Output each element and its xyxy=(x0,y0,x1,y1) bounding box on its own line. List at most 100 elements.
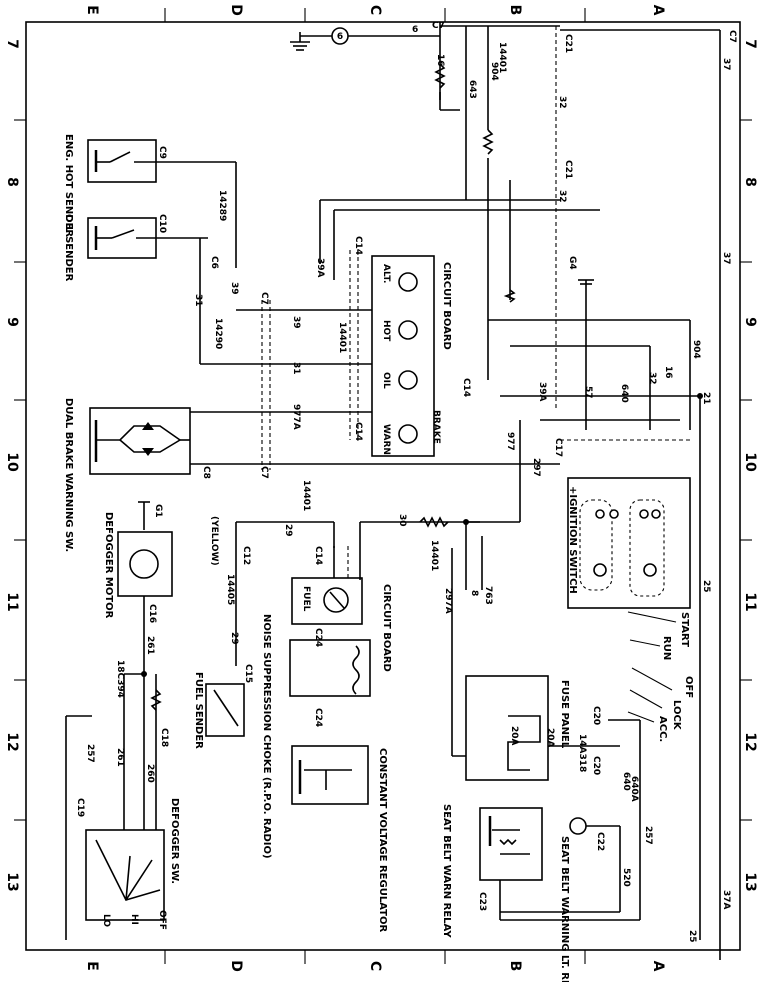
left-number-12: 12 xyxy=(4,732,20,751)
wire-37-top: 37 xyxy=(721,58,731,71)
position-off: OFF xyxy=(683,676,694,698)
wire-14401-c: 14401 xyxy=(301,480,311,511)
wire-14289: 14289 xyxy=(217,190,227,221)
bottom-letter-b: B xyxy=(507,961,523,972)
wire-904-top: 904 xyxy=(489,62,499,81)
lamp-oil-icon xyxy=(398,370,418,390)
top-letter-c: C xyxy=(367,5,383,15)
right-number-11: 11 xyxy=(742,592,758,611)
wire-29-a: 29 xyxy=(283,524,293,537)
wire-904-right: 904 xyxy=(691,340,701,359)
connector-c19: C19 xyxy=(75,798,85,817)
fuse-rating-a: 20A xyxy=(509,726,519,746)
connector-c7-top: C7 xyxy=(432,21,445,31)
left-number-8: 8 xyxy=(4,177,20,187)
connector-c14-d: C14 xyxy=(313,546,323,565)
switch-positions: START RUN OFF LOCK ACC. xyxy=(627,611,694,742)
frame-numbers: 7 8 9 10 11 12 13 7 8 9 10 11 12 13 xyxy=(4,39,758,892)
wire-261-a: 261 xyxy=(145,636,155,655)
eng-hot-sender: C9 ENG. HOT SENDER xyxy=(63,134,210,237)
bottom-letter-e: E xyxy=(84,961,100,971)
ground-g4: G4 xyxy=(567,256,577,270)
connector-c8: C8 xyxy=(201,466,211,479)
wire-57: 57 xyxy=(583,386,593,399)
wire-14401-mid: 14401 xyxy=(337,322,347,353)
left-number-10: 10 xyxy=(4,452,20,472)
wire-39a-a: 39A xyxy=(315,258,325,278)
wire-39a-b: 39A xyxy=(537,382,547,402)
fuel-gauge-section: 29 14401 (YELLOW) C12 14405 29 C15 FUEL … xyxy=(193,464,540,932)
defogger-hi: HI xyxy=(129,914,139,925)
connector-c9: C9 xyxy=(157,146,167,159)
wire-763: 763 xyxy=(483,586,493,605)
right-number-7: 7 xyxy=(742,39,758,49)
row7-wiring: 6 6 C7 16 643 14401 904 C21 32 C21 32 C7… xyxy=(290,21,737,960)
ignition-switch-label: +IGNITION SWITCH xyxy=(567,486,578,594)
top-letter-d: D xyxy=(228,4,244,16)
connector-c7-low: C7 xyxy=(259,466,269,479)
wire-977: 977 xyxy=(505,432,515,451)
oil-sender-label: OIL SENDER xyxy=(63,214,74,282)
wire-32-right: 32 xyxy=(647,372,657,385)
defogger-off: OFF xyxy=(157,910,167,930)
defogger-motor-icon xyxy=(129,549,159,579)
wire-25-bottom: 25 xyxy=(687,930,697,943)
wire-39-b: 39 xyxy=(291,316,301,329)
right-number-8: 8 xyxy=(742,177,758,187)
resistor-904 xyxy=(482,129,494,155)
wire-30: 30 xyxy=(397,514,407,527)
defogger-section: G1 DEFOGGER MOTOR C16 261 18C394 C18 261… xyxy=(65,501,180,940)
wire-8: 8 xyxy=(469,590,479,596)
connector-c7-mid: C7 xyxy=(259,292,269,305)
fuse-panel-label: FUSE PANEL xyxy=(559,680,570,749)
connector-c12: C12 xyxy=(241,546,251,565)
fuel-sender-label: FUEL SENDER xyxy=(193,672,204,749)
gauge-fuel-label: FUEL xyxy=(301,586,311,612)
dual-brake-switch: DUAL BRAKE WARNING SW. xyxy=(63,398,191,552)
connector-c21-mid: C21 xyxy=(563,160,573,179)
voltage-regulator-label: CONSTANT VOLTAGE REGULATOR xyxy=(377,748,388,932)
wire-643: 643 xyxy=(467,80,477,99)
wire-25-mid: 25 xyxy=(701,580,711,593)
circuit-board-mid-label: CIRCUIT BOARD xyxy=(381,584,392,672)
right-number-12: 12 xyxy=(742,732,758,751)
seat-belt-relay-label: SEAT BELT WARN RELAY xyxy=(441,804,452,938)
fuse-part-number: 14A318 xyxy=(577,734,587,772)
fuse-color: (YELLOW) xyxy=(209,516,219,566)
wire-37a: 37A xyxy=(721,890,731,910)
bottom-letter-d: D xyxy=(228,960,244,972)
connector-c15: C15 xyxy=(243,664,253,683)
lamp-hot-label: HOT xyxy=(381,320,391,342)
lamp-warn-icon xyxy=(398,424,418,444)
left-number-13: 13 xyxy=(4,872,20,891)
connector-c16: C16 xyxy=(147,604,157,623)
connector-c22: C22 xyxy=(595,832,605,851)
seat-belt-light-label: SEAT BELT WARNING LT. RPO xyxy=(559,836,570,982)
dual-brake-label: DUAL BRAKE WARNING SW. xyxy=(63,398,74,552)
connector-c23: C23 xyxy=(477,892,487,911)
wire-16-right: 16 xyxy=(663,366,673,379)
wire-16-top: 16 xyxy=(435,54,445,67)
seat-belt-section: SEAT BELT WARN RELAY C22 SEAT BELT WARNI… xyxy=(441,804,640,982)
left-number-9: 9 xyxy=(4,317,20,327)
wire-640a: 640A xyxy=(629,776,639,802)
position-lock: LOCK xyxy=(671,700,682,731)
wire-977a: 977A xyxy=(291,404,301,430)
left-number-11: 11 xyxy=(4,592,20,611)
position-start: START xyxy=(679,612,690,647)
wire-18c394: 18C394 xyxy=(115,660,125,698)
wire-260: 260 xyxy=(145,764,155,783)
connector-c14-a: C14 xyxy=(353,236,363,255)
connector-c24-a: C24 xyxy=(313,628,323,647)
top-letter-b: B xyxy=(507,5,523,16)
fuse-rating-b: 20A xyxy=(545,728,555,748)
wire-6: 6 xyxy=(412,25,418,35)
wire-31-b: 31 xyxy=(291,362,301,375)
connector-c17: C17 xyxy=(553,438,563,457)
oil-sender: C10 OIL SENDER xyxy=(63,214,208,282)
connector-c14-c: C14 xyxy=(353,422,363,441)
wire-640-right: 640 xyxy=(619,384,629,403)
lamp-alt-label: ALT. xyxy=(381,264,391,283)
wire-14401-d: 14401 xyxy=(429,540,439,571)
position-acc: ACC. xyxy=(657,716,668,742)
